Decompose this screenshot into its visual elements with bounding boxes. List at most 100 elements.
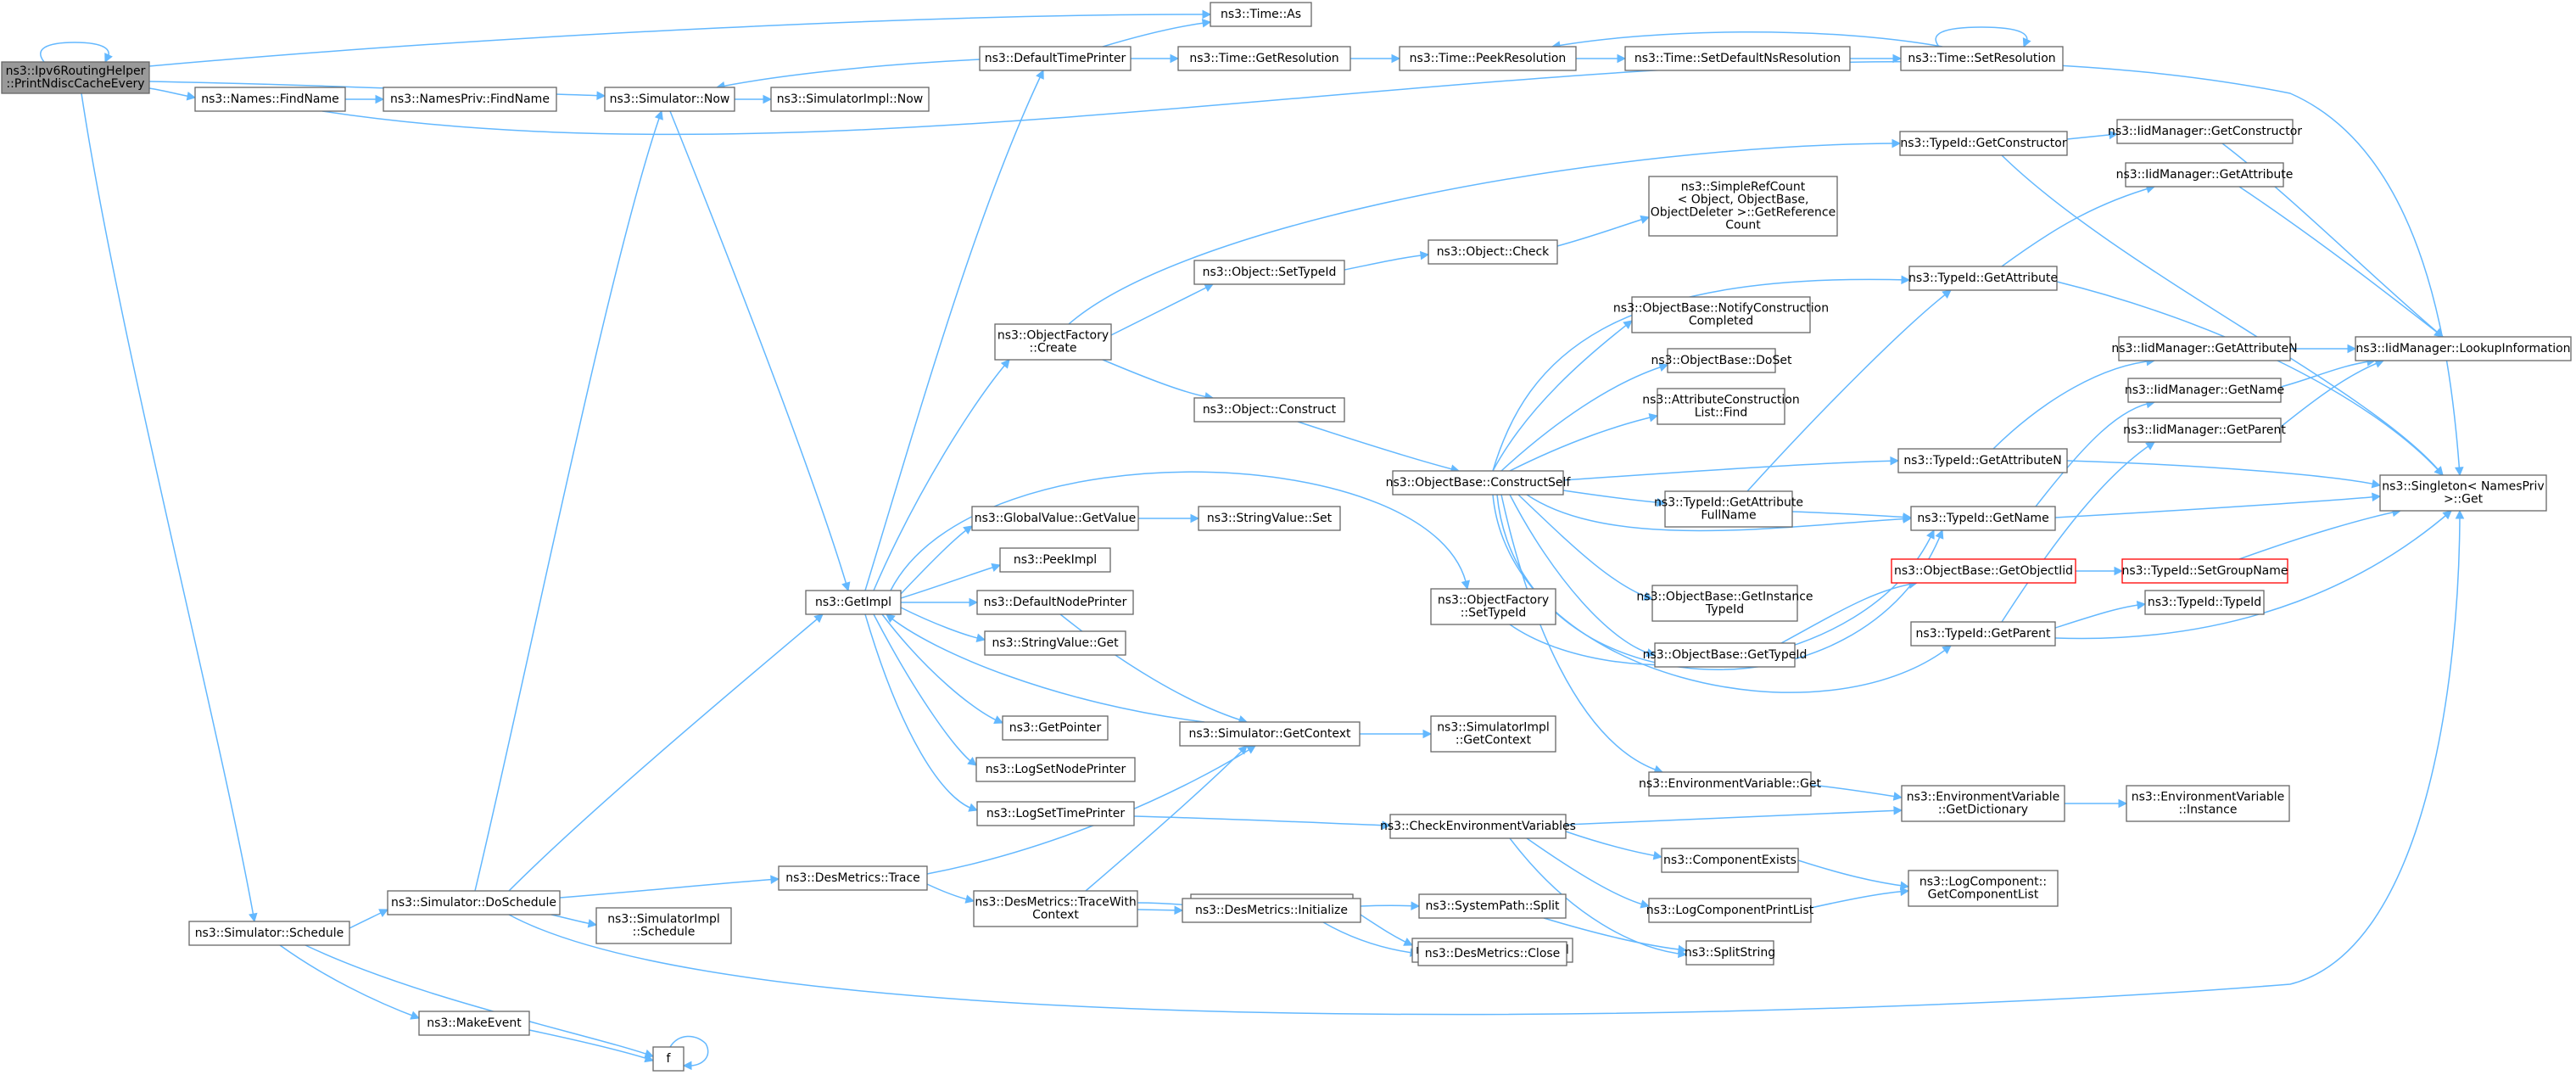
node-timeSetRes[interactable]: ns3::Time::SetResolution — [1900, 46, 2064, 71]
node-getPointer[interactable]: ns3::GetPointer — [1002, 715, 1109, 741]
node-typeIdGetAttrN[interactable]: ns3::TypeId::GetAttributeN — [1897, 448, 2068, 473]
node-box — [1908, 870, 2059, 907]
node-desTrace[interactable]: ns3::DesMetrics::Trace — [778, 865, 928, 891]
node-strValGet[interactable]: ns3::StringValue::Get — [984, 630, 1126, 656]
node-simSchedule[interactable]: ns3::Simulator::Schedule — [188, 921, 350, 946]
node-timePeekRes[interactable]: ns3::Time::PeekResolution — [1399, 46, 1577, 71]
node-box — [1685, 940, 1774, 966]
node-label-line: ns3::Object::SetTypeId — [1203, 266, 1337, 279]
node-label-line: ns3::DefaultTimePrinter — [985, 52, 1126, 65]
node-timeAs[interactable]: ns3::Time::As — [1210, 2, 1312, 27]
node-peekImpl[interactable]: ns3::PeekImpl — [999, 547, 1111, 573]
node-box — [1897, 448, 2068, 473]
node-objFactCreate[interactable]: ns3::ObjectFactory::Create — [994, 323, 1112, 361]
node-iidGetCtor[interactable]: ns3::IidManager::GetConstructor — [2108, 119, 2302, 144]
node-defTimePrinter[interactable]: ns3::DefaultTimePrinter — [979, 46, 1132, 71]
node-namesPrivFind[interactable]: ns3::NamesPriv::FindName — [383, 87, 557, 112]
node-typeIdGetAttr[interactable]: ns3::TypeId::GetAttribute — [1908, 266, 2058, 291]
node-box — [770, 87, 930, 112]
node-label-line: ::Schedule — [633, 926, 696, 939]
node-obGetObjectIid[interactable]: ns3::ObjectBase::GetObjectIid — [1891, 558, 2076, 584]
node-f[interactable]: f — [652, 1046, 685, 1072]
node-simImplSched[interactable]: ns3::SimulatorImpl::Schedule — [595, 907, 732, 944]
node-timeGetRes[interactable]: ns3::Time::GetResolution — [1177, 46, 1351, 71]
node-typeIdTypeId[interactable]: ns3::TypeId::TypeId — [2144, 590, 2265, 615]
node-getImpl[interactable]: ns3::GetImpl — [805, 590, 902, 615]
node-defNodePrinter[interactable]: ns3::DefaultNodePrinter — [976, 590, 1134, 615]
node-simpleRefCount[interactable]: ns3::SimpleRefCount< Object, ObjectBase,… — [1648, 176, 1838, 237]
node-typeIdGetName[interactable]: ns3::TypeId::GetName — [1910, 506, 2056, 531]
edge-arrowhead — [682, 1061, 692, 1071]
edge-simGetContext-to-simImplGetContext — [1360, 729, 1433, 739]
node-objFactSetTypeId[interactable]: ns3::ObjectFactory::SetTypeId — [1430, 588, 1556, 625]
edge-envVarGetDict-to-envVarInstance — [2065, 798, 2128, 809]
node-obDoSet[interactable]: ns3::ObjectBase::DoSet — [1651, 348, 1792, 373]
node-desInit[interactable]: ns3::DesMetrics::Initialize — [1182, 898, 1361, 923]
node-objSetTypeId[interactable]: ns3::Object::SetTypeId — [1193, 260, 1345, 285]
node-logSetTime[interactable]: ns3::LogSetTimePrinter — [976, 801, 1135, 826]
node-simImplNow[interactable]: ns3::SimulatorImpl::Now — [770, 87, 930, 112]
node-label-line: ::PrintNdiscCacheEvery — [6, 77, 144, 91]
edge-arrowhead — [1422, 729, 1433, 739]
node-typeIdGetCtor[interactable]: ns3::TypeId::GetConstructor — [1899, 131, 2068, 156]
node-iidGetName[interactable]: ns3::IidManager::GetName — [2125, 378, 2284, 403]
edge-arrowhead — [813, 613, 824, 624]
node-typeIdGetParent[interactable]: ns3::TypeId::GetParent — [1910, 621, 2056, 647]
node-envVarGet[interactable]: ns3::EnvironmentVariable::Get — [1639, 771, 1821, 797]
node-strValSet[interactable]: ns3::StringValue::Set — [1198, 506, 1341, 531]
node-obGetTypeId[interactable]: ns3::ObjectBase::GetTypeId — [1643, 642, 1808, 668]
node-checkEnvVars[interactable]: ns3::CheckEnvironmentVariables — [1380, 814, 1576, 839]
node-logSetNode[interactable]: ns3::LogSetNodePrinter — [975, 757, 1136, 782]
node-iidGetParent[interactable]: ns3::IidManager::GetParent — [2123, 417, 2286, 443]
node-label-line: ns3::SystemPath::Split — [1426, 899, 1560, 913]
node-typeIdSetGroup[interactable]: ns3::TypeId::SetGroupName — [2121, 558, 2288, 584]
node-obConstructSelf[interactable]: ns3::ObjectBase::ConstructSelf — [1386, 470, 1572, 496]
node-box — [1002, 715, 1109, 741]
node-makeEvent[interactable]: ns3::MakeEvent — [418, 1011, 530, 1036]
edge-root-to-timeAs — [148, 9, 1212, 67]
node-gvGetValue[interactable]: ns3::GlobalValue::GetValue — [971, 506, 1139, 531]
edge-obConstructSelf-to-obNotify — [1492, 320, 1633, 472]
node-splitString[interactable]: ns3::SplitString — [1685, 940, 1775, 966]
edge-line — [886, 613, 1205, 723]
node-simGetContext[interactable]: ns3::Simulator::GetContext — [1179, 721, 1361, 747]
edge-timeGetRes-to-timePeekRes — [1350, 53, 1401, 64]
node-namesFind[interactable]: ns3::Names::FindName — [194, 87, 346, 112]
node-logCompPrintList[interactable]: ns3::LogComponentPrintList — [1646, 898, 1814, 923]
node-label-line: ns3::GlobalValue::GetValue — [975, 512, 1136, 525]
node-box — [1891, 558, 2076, 584]
node-box — [1901, 785, 2065, 822]
node-envVarGetDict[interactable]: ns3::EnvironmentVariable::GetDictionary — [1901, 785, 2065, 822]
node-box — [975, 757, 1136, 782]
node-desClose[interactable]: ns3::DesMetrics::Close — [1417, 941, 1567, 966]
edge-root-to-simSchedule — [81, 92, 258, 923]
node-box — [976, 590, 1134, 615]
node-componentExists[interactable]: ns3::ComponentExists — [1661, 848, 1799, 873]
node-simImplGetContext[interactable]: ns3::SimulatorImpl::GetContext — [1430, 715, 1556, 753]
node-sysPathSplit[interactable]: ns3::SystemPath::Split — [1418, 893, 1567, 919]
node-envVarInstance[interactable]: ns3::EnvironmentVariable::Instance — [2126, 785, 2290, 822]
edge-defNodePrinter-to-simGetContext — [1059, 613, 1249, 725]
node-root[interactable]: ns3::Ipv6RoutingHelper::PrintNdiscCacheE… — [1, 61, 150, 94]
node-logCompGetList[interactable]: ns3::LogComponent::GetComponentList — [1908, 870, 2059, 907]
edge-arrowhead — [249, 912, 258, 923]
node-box — [1417, 941, 1567, 966]
node-timeSetDefNs[interactable]: ns3::Time::SetDefaultNsResolution — [1624, 46, 1851, 71]
node-label-line: ::Instance — [2179, 803, 2238, 817]
node-objCheck[interactable]: ns3::Object::Check — [1428, 239, 1558, 265]
node-objConstruct[interactable]: ns3::Object::Construct — [1193, 397, 1345, 423]
node-simDoSchedule[interactable]: ns3::Simulator::DoSchedule — [387, 890, 561, 915]
node-iidGetAttr[interactable]: ns3::IidManager::GetAttribute — [2116, 162, 2294, 188]
node-iidGetAttrN[interactable]: ns3::IidManager::GetAttributeN — [2111, 336, 2298, 361]
node-simNow[interactable]: ns3::Simulator::Now — [604, 87, 735, 112]
node-singletonGet[interactable]: ns3::Singleton< NamesPriv>::Get — [2379, 474, 2547, 512]
node-obNotify[interactable]: ns3::ObjectBase::NotifyConstructionCompl… — [1613, 296, 1829, 333]
node-label-line: ns3::Simulator::DoSchedule — [391, 896, 556, 910]
node-iidLookup[interactable]: ns3::IidManager::LookupInformation — [2355, 336, 2572, 361]
node-label-line: ns3::Time::GetResolution — [1189, 52, 1338, 65]
edge-line — [1297, 421, 1460, 472]
